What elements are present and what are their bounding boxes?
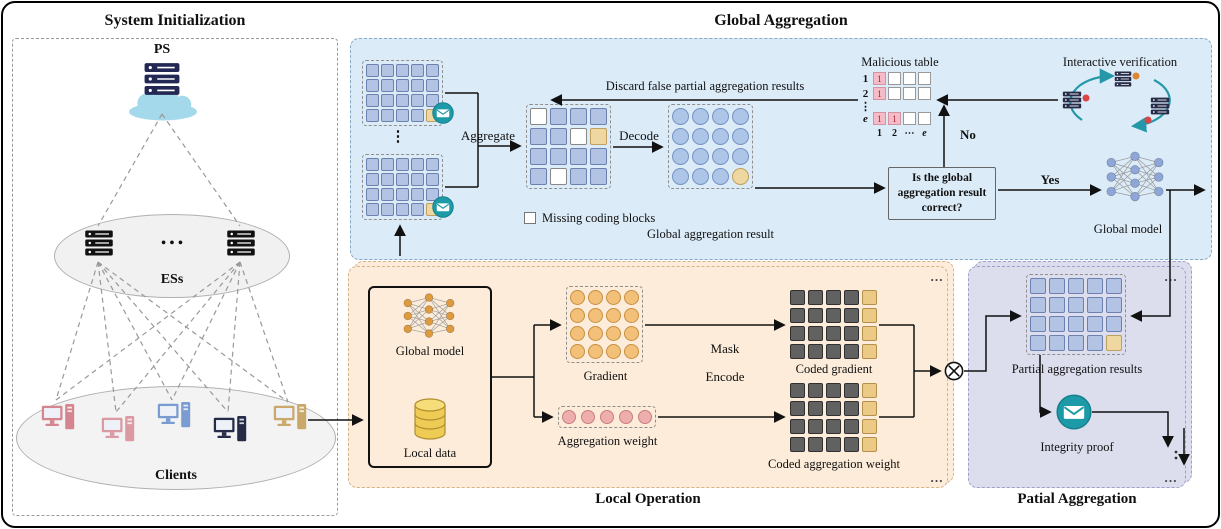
global-model-icon: [1104, 150, 1166, 204]
mail-icon: [432, 102, 454, 124]
aggregate-label: Aggregate: [460, 128, 516, 143]
partial-block-a: [362, 60, 443, 126]
partial-block-b: [362, 154, 443, 220]
stack-ellipsis: …: [930, 470, 944, 485]
coded-gradient-grid: [790, 290, 877, 359]
decision-box: Is the global aggregation result correct…: [888, 167, 996, 220]
global-model-label: Global model: [1093, 222, 1163, 236]
ps-label: PS: [153, 42, 171, 57]
malicious-table-title: Malicious table: [861, 55, 939, 69]
missing-blocks-legend: Missing coding blocks: [524, 211, 704, 225]
gradient-grid: [566, 286, 643, 363]
interactive-verification-icon: [1062, 68, 1171, 133]
aggregation-weight-label: Aggregation weight: [557, 434, 658, 448]
es-label: ESs: [160, 272, 184, 287]
coded-aggregation-weight-label: Coded aggregation weight: [768, 457, 900, 471]
integrity-proof-label: Integrity proof: [1040, 440, 1114, 454]
edge-server-icon: [84, 228, 114, 258]
clients-label: Clients: [155, 468, 197, 483]
otimes-operator-icon: [944, 361, 964, 381]
client-pc-icon: [212, 414, 248, 445]
client-pc-icon: [100, 414, 136, 445]
verification-server-icons: [1062, 71, 1170, 115]
mask-label: Mask: [710, 341, 740, 356]
yes-label: Yes: [1040, 172, 1060, 187]
global-aggregation-title: Global Aggregation: [714, 12, 848, 29]
client-pc-icon: [156, 400, 192, 431]
gradient-label: Gradient: [583, 369, 628, 383]
discard-label: Discard false partial aggregation result…: [605, 79, 805, 93]
local-operation-title: Local Operation: [595, 491, 701, 507]
missing-blocks-legend-text: Missing coding blocks: [542, 211, 656, 225]
system-initialization-title: System Initialization: [104, 12, 246, 29]
edge-server-icon: [226, 228, 256, 258]
partial-aggregation-results-grid: [1026, 274, 1126, 355]
vertical-ellipsis: ⋮: [390, 129, 406, 145]
partial-aggregation-title: Patial Aggregation: [1017, 491, 1137, 507]
missing-block-swatch: [524, 212, 536, 224]
local-global-model-icon: [400, 292, 458, 340]
client-model-box: [368, 286, 492, 468]
interactive-verification-label: Interactive verification: [1062, 55, 1178, 69]
local-data-label: Local data: [403, 446, 457, 460]
mail-icon: [432, 196, 454, 218]
aggregation-weight-grid: [558, 406, 656, 428]
coded-gradient-label: Coded gradient: [795, 362, 873, 376]
local-data-icon: [413, 398, 447, 440]
encode-label: Encode: [705, 369, 745, 384]
system-initialization-panel: [12, 38, 338, 516]
global-aggregation-result-label: Global aggregation result: [646, 227, 775, 241]
parameter-server-icon: [143, 60, 181, 98]
stack-ellipsis: …: [930, 269, 944, 284]
integrity-proof-mail-icon: [1056, 394, 1092, 430]
coded-aggregation-weight-grid: [790, 383, 877, 452]
stack-ellipsis: …: [1164, 269, 1178, 284]
aggregated-blocks-grid: [526, 104, 611, 189]
es-dots: • • •: [161, 236, 183, 251]
partial-aggregation-results-label: Partial aggregation results: [1011, 362, 1143, 376]
decoded-result-grid: [668, 104, 753, 189]
client-pc-icon: [40, 402, 76, 433]
no-label: No: [960, 127, 976, 142]
local-global-model-label: Global model: [395, 344, 465, 358]
decode-label: Decode: [619, 128, 659, 143]
global-aggregation-panel: [350, 38, 1212, 260]
stack-ellipsis: …: [1164, 470, 1178, 485]
client-pc-icon: [272, 402, 308, 433]
